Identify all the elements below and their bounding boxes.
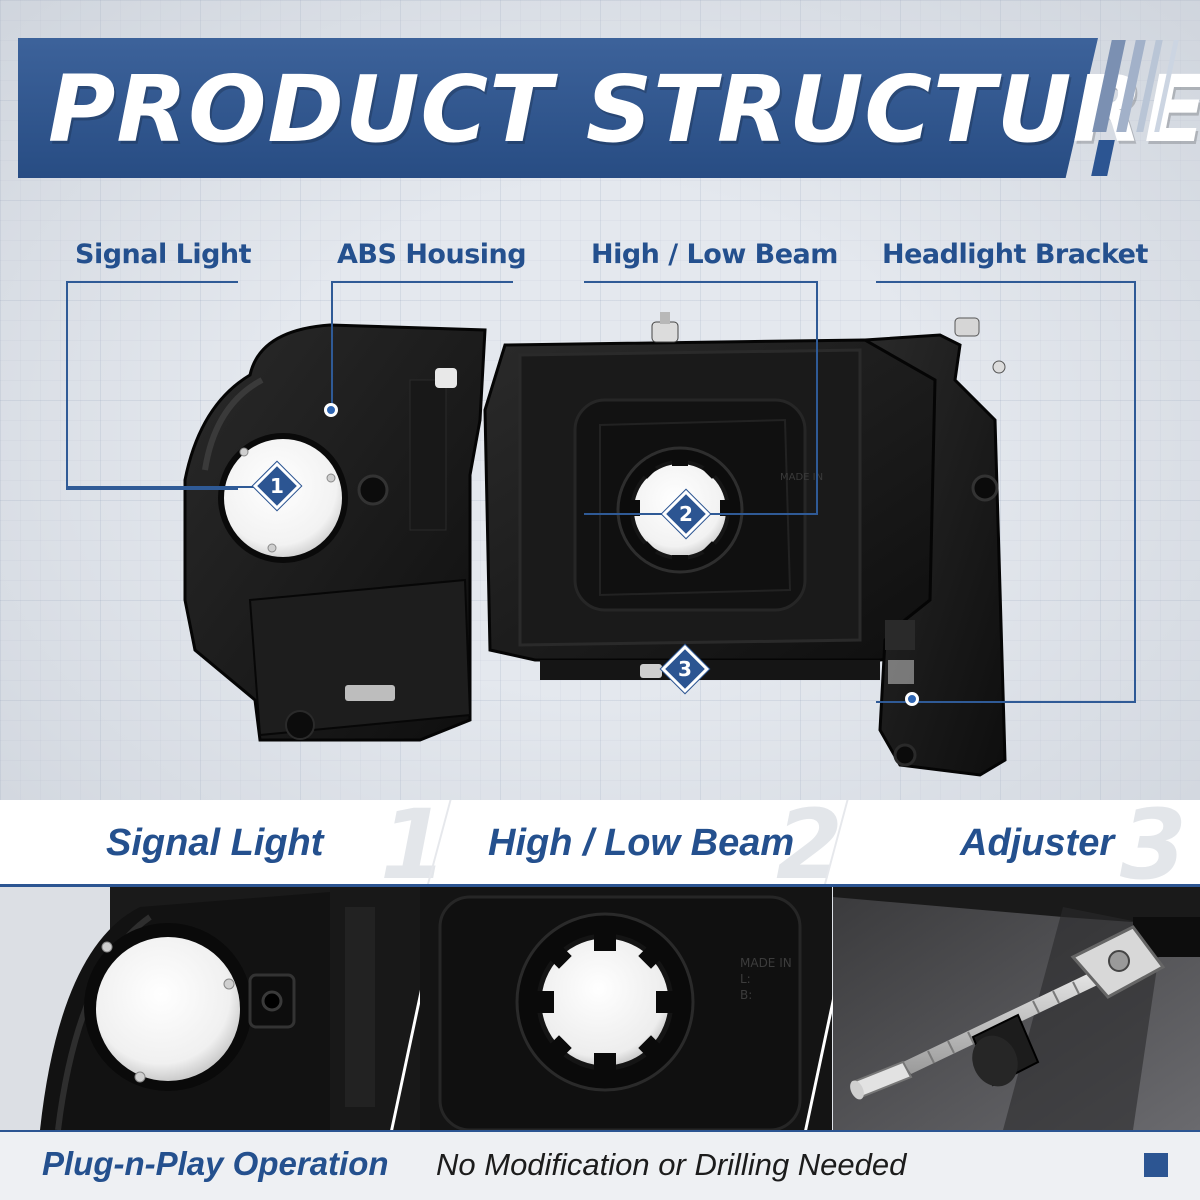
band-rule	[0, 884, 1200, 887]
marker-number: 2	[679, 502, 693, 526]
marker-number: 3	[678, 657, 692, 681]
marker-1: 1	[252, 461, 302, 511]
metal-clip	[1070, 925, 1166, 999]
leader-line-abs-housing	[331, 281, 513, 411]
feature-title-signal-light: Signal Light	[106, 822, 324, 864]
callout-label-abs-housing: ABS Housing	[337, 239, 527, 270]
headlight-illustration: MADE IN	[183, 312, 1007, 777]
feature-number-3: 3	[1120, 789, 1187, 901]
signal-light-closeup	[0, 887, 420, 1130]
leader-line-signal-light-tail	[66, 486, 262, 488]
callout-dot-abs-housing	[324, 403, 338, 417]
callout-label-signal-light: Signal Light	[75, 239, 252, 270]
callout-label-high-low-beam: High / Low Beam	[591, 239, 838, 270]
svg-text:B:: B:	[740, 988, 752, 1002]
footer-square-icon	[1144, 1153, 1168, 1177]
feature-title-high-low-beam: High / Low Beam	[488, 822, 795, 864]
footer-text: No Modification or Drilling Needed	[436, 1147, 907, 1182]
leader-line-headlight-bracket	[876, 281, 1136, 703]
adjuster-closeup	[833, 887, 1200, 1130]
marker-3: 3	[660, 644, 710, 694]
beam-socket-closeup: MADE IN L: B:	[420, 887, 832, 1130]
leader-line-signal-light	[66, 281, 238, 490]
title-banner	[18, 38, 1098, 178]
leader-line-high-low-beam	[584, 281, 818, 515]
feature-number-2: 2	[776, 789, 843, 901]
svg-text:MADE IN: MADE IN	[780, 472, 823, 483]
marker-2: 2	[661, 489, 711, 539]
page-title: PRODUCT STRUCTURE	[48, 56, 1200, 163]
detail-panel-adjuster	[833, 887, 1200, 1130]
marker-number: 1	[270, 474, 284, 498]
feature-title-adjuster: Adjuster	[960, 822, 1115, 864]
svg-text:L:: L:	[740, 972, 751, 986]
footer-band	[0, 1130, 1200, 1200]
feature-number-1: 1	[380, 789, 447, 901]
footer-highlight: Plug-n-Play Operation	[42, 1145, 389, 1182]
detail-panel-high-low-beam: MADE IN L: B:	[420, 887, 832, 1130]
callout-dot-headlight-bracket	[905, 692, 919, 706]
headlight-bracket	[859, 317, 1007, 777]
detail-panel-signal-light	[0, 887, 420, 1130]
feature-title-band	[0, 800, 1200, 886]
rubber-grommet	[971, 1013, 1040, 1087]
callout-label-headlight-bracket: Headlight Bracket	[882, 239, 1148, 270]
footer-rule	[0, 1130, 1200, 1132]
adjuster-screw	[540, 312, 880, 680]
svg-text:MADE IN: MADE IN	[740, 956, 792, 970]
